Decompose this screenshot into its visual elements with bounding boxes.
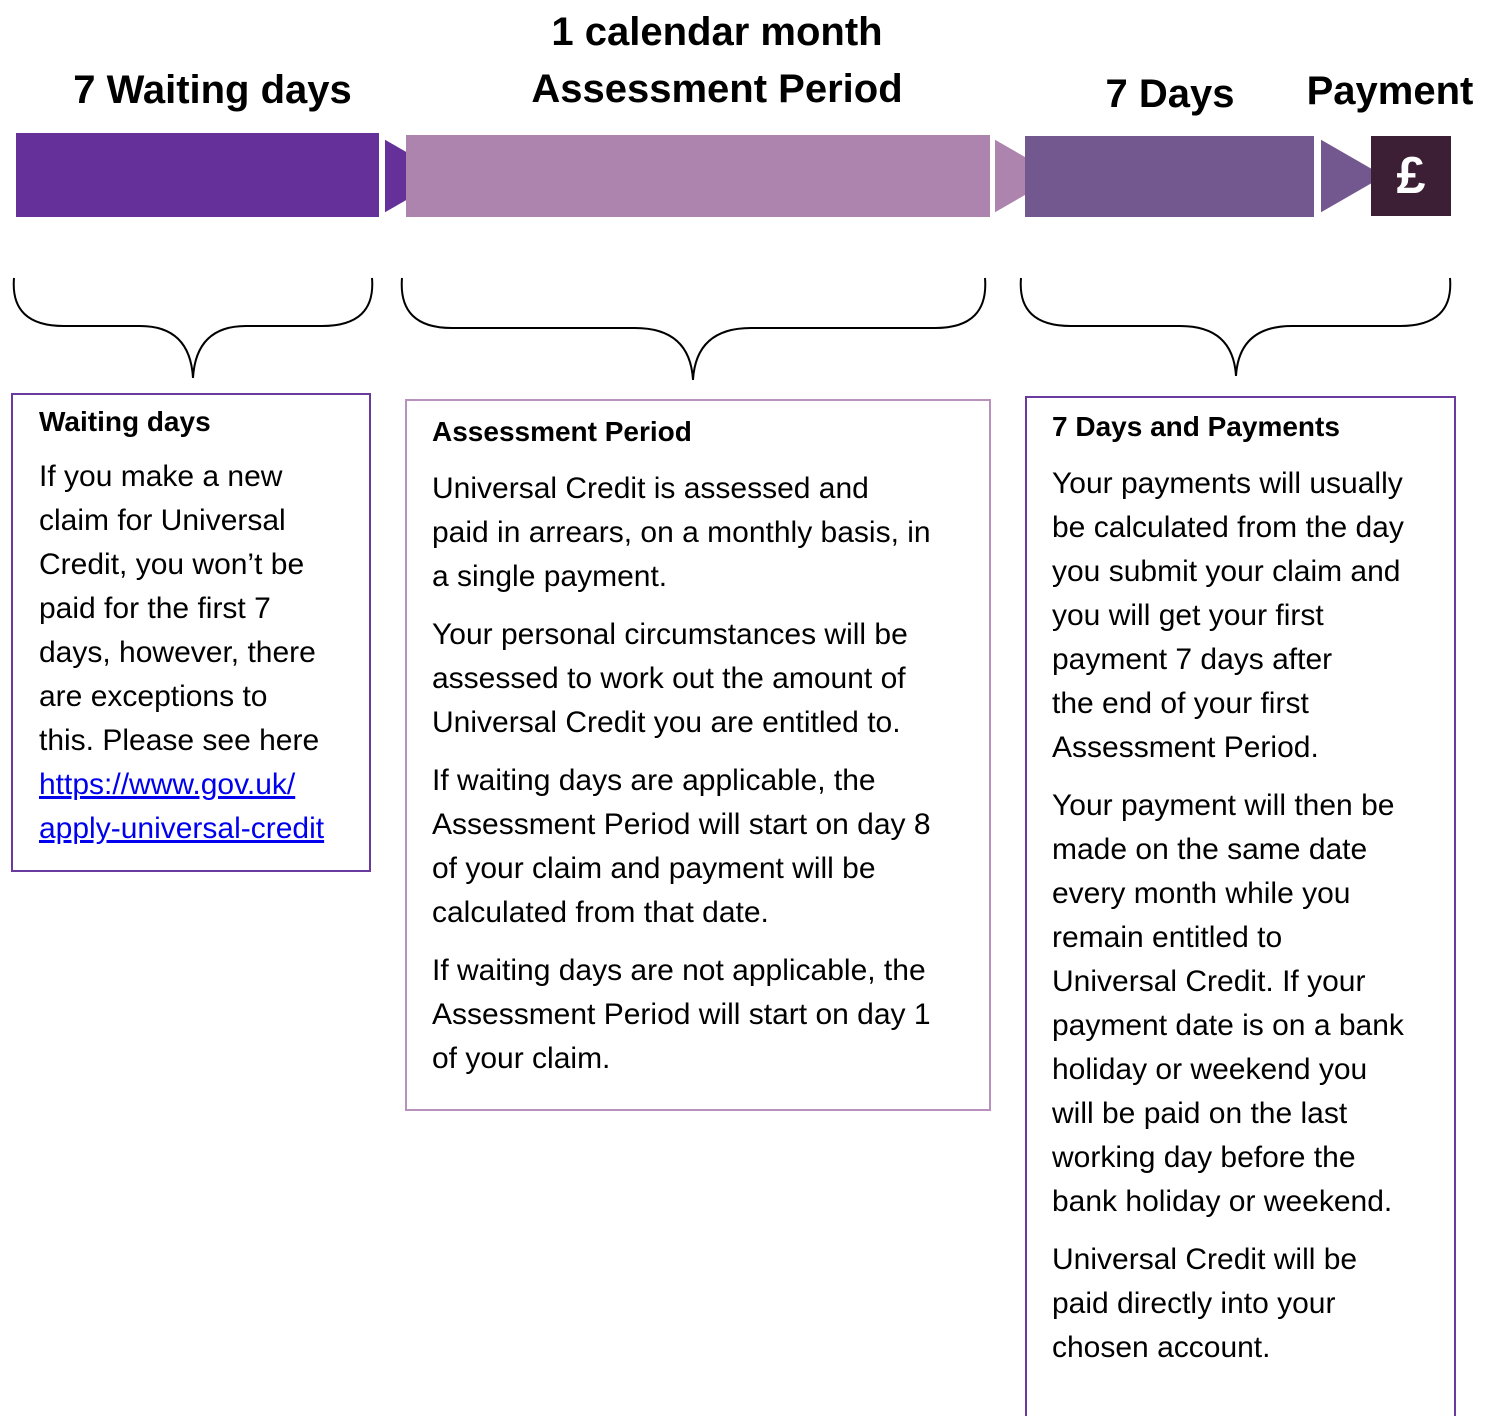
payments-paragraph: Universal Credit will be paid directly i… xyxy=(1052,1238,1438,1370)
brace-assessment-period xyxy=(400,277,987,381)
brace-seven-days-payment xyxy=(1019,277,1452,377)
text-line: holiday or weekend you xyxy=(1052,1053,1368,1086)
text-line: days, however, there xyxy=(39,636,316,669)
text-line: you will get your first xyxy=(1052,599,1324,632)
text-line: working day before the xyxy=(1052,1141,1356,1174)
apply-universal-credit-link[interactable]: https://www.gov.uk/apply-universal-credi… xyxy=(39,768,324,845)
assessment-paragraph: Your personal circumstances will be asse… xyxy=(432,613,969,745)
text-line: Assessment Period will start on day 1 xyxy=(432,998,931,1031)
link-line[interactable]: apply-universal-credit xyxy=(39,812,325,845)
text-line: Credit, you won’t be xyxy=(39,548,305,581)
assessment-paragraph: If waiting days are applicable, the Asse… xyxy=(432,759,969,935)
text-line: paid in arrears, on a monthly basis, in xyxy=(432,516,931,549)
seven-days-bar xyxy=(1025,136,1314,217)
text-line: remain entitled to xyxy=(1052,921,1283,954)
assessment-period-box: Assessment Period Universal Credit is as… xyxy=(405,399,991,1111)
payments-box: 7 Days and Payments Your payments will u… xyxy=(1025,396,1456,1416)
text-line: Universal Credit will be xyxy=(1052,1243,1358,1276)
text-line: calculated from that date. xyxy=(432,896,769,929)
text-line: Your personal circumstances will be xyxy=(432,618,908,651)
text-line: Assessment Period. xyxy=(1052,731,1319,764)
waiting-days-header: 7 Waiting days xyxy=(73,68,352,112)
text-line: bank holiday or weekend. xyxy=(1052,1185,1393,1218)
waiting-days-text: If you make a new claim for Universal Cr… xyxy=(39,455,349,851)
assessment-period-bar xyxy=(406,135,990,217)
text-line: every month while you xyxy=(1052,877,1351,910)
text-line: will be paid on the last xyxy=(1052,1097,1348,1130)
text-line: Universal Credit is assessed and xyxy=(432,472,869,505)
pound-sign-icon: £ xyxy=(1371,136,1451,216)
text-line: paid directly into your xyxy=(1052,1287,1336,1320)
payments-paragraph: Your payment will then be made on the sa… xyxy=(1052,784,1438,1224)
assessment-period-header-line1: 1 calendar month xyxy=(551,10,883,54)
waiting-days-title: Waiting days xyxy=(39,406,211,437)
waiting-days-bar xyxy=(16,133,379,217)
link-line[interactable]: https://www.gov.uk/ xyxy=(39,768,296,801)
text-line: of your claim. xyxy=(432,1042,611,1075)
payment-header: Payment xyxy=(1306,69,1474,113)
text-line: made on the same date xyxy=(1052,833,1368,866)
waiting-days-box: Waiting days If you make a new claim for… xyxy=(11,393,371,872)
text-line: Your payment will then be xyxy=(1052,789,1395,822)
text-line: chosen account. xyxy=(1052,1331,1271,1364)
payments-paragraph: Your payments will usually be calculated… xyxy=(1052,462,1438,770)
text-line: be calculated from the day xyxy=(1052,511,1404,544)
assessment-paragraph: If waiting days are not applicable, the … xyxy=(432,949,969,1081)
assessment-paragraph: Universal Credit is assessed and paid in… xyxy=(432,467,969,599)
text-line: Universal Credit you are entitled to. xyxy=(432,706,901,739)
seven-days-header: 7 Days xyxy=(1105,72,1235,116)
assessment-period-title: Assessment Period xyxy=(432,416,692,447)
text-line: assessed to work out the amount of xyxy=(432,662,906,695)
text-line: If waiting days are not applicable, the xyxy=(432,954,926,987)
text-line: of your claim and payment will be xyxy=(432,852,876,885)
text-line: payment 7 days after xyxy=(1052,643,1333,676)
text-line: If you make a new xyxy=(39,460,283,493)
text-line: are exceptions to xyxy=(39,680,268,713)
text-line: payment date is on a bank xyxy=(1052,1009,1404,1042)
text-line: Universal Credit. If your xyxy=(1052,965,1366,998)
text-line: you submit your claim and xyxy=(1052,555,1401,588)
brace-waiting-days xyxy=(12,277,374,379)
text-line: paid for the first 7 xyxy=(39,592,271,625)
text-line: Assessment Period will start on day 8 xyxy=(432,808,931,841)
text-line: claim for Universal xyxy=(39,504,286,537)
text-line: this. Please see here xyxy=(39,724,320,757)
text-line: a single payment. xyxy=(432,560,668,593)
text-line: If waiting days are applicable, the xyxy=(432,764,876,797)
text-line: the end of your first xyxy=(1052,687,1309,720)
payments-title: 7 Days and Payments xyxy=(1052,411,1340,442)
arrow-right-icon xyxy=(1319,136,1388,216)
text-line: Your payments will usually xyxy=(1052,467,1403,500)
assessment-period-header-line2: Assessment Period xyxy=(531,67,903,111)
